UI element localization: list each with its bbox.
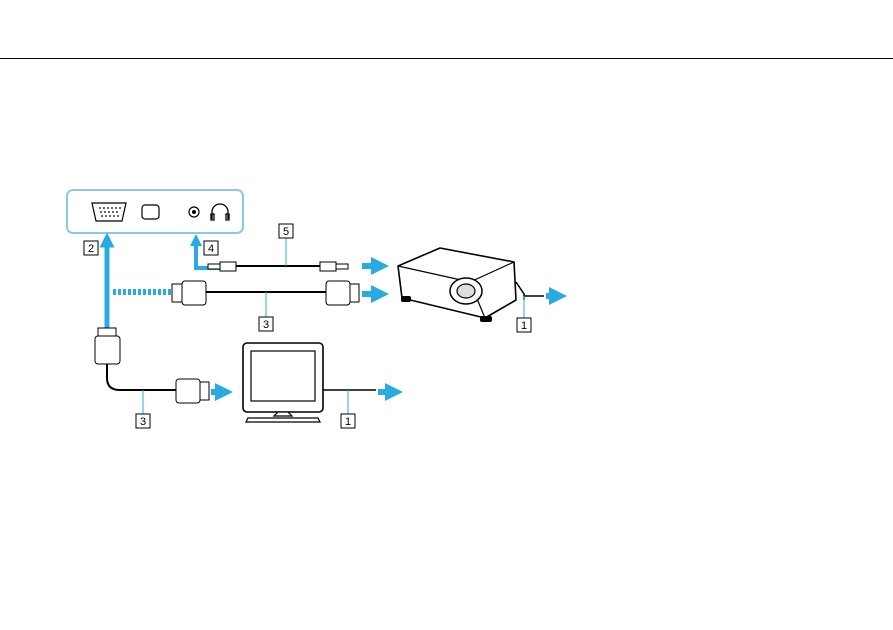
microphone-jack-icon [188, 206, 200, 218]
svg-text:5: 5 [283, 226, 289, 238]
callout-1-monitor-power: 1 [340, 413, 356, 429]
callout-2: 2 [83, 240, 99, 256]
vga-cable-projector [171, 280, 360, 317]
svg-text:1: 1 [345, 416, 351, 428]
callout-4: 4 [203, 240, 219, 256]
header-rule [0, 58, 893, 59]
callout-5: 5 [278, 223, 294, 239]
callout-1-projector-power: 1 [516, 317, 532, 333]
callout-3-projector-cable: 3 [258, 316, 274, 332]
svg-text:1: 1 [521, 320, 527, 332]
monitor-port-icon [141, 204, 160, 220]
projector-icon [397, 247, 544, 322]
callout-3-monitor-cable: 3 [135, 413, 151, 429]
headphones-icon [210, 203, 230, 221]
vga-cable-monitor [94, 327, 210, 414]
vga-port-icon [91, 202, 127, 222]
monitor-icon [242, 342, 376, 423]
svg-text:2: 2 [88, 243, 94, 255]
svg-text:3: 3 [263, 319, 269, 331]
port-panel [66, 189, 244, 234]
svg-text:3: 3 [140, 416, 146, 428]
audio-cable [207, 237, 349, 272]
svg-text:4: 4 [208, 243, 214, 255]
